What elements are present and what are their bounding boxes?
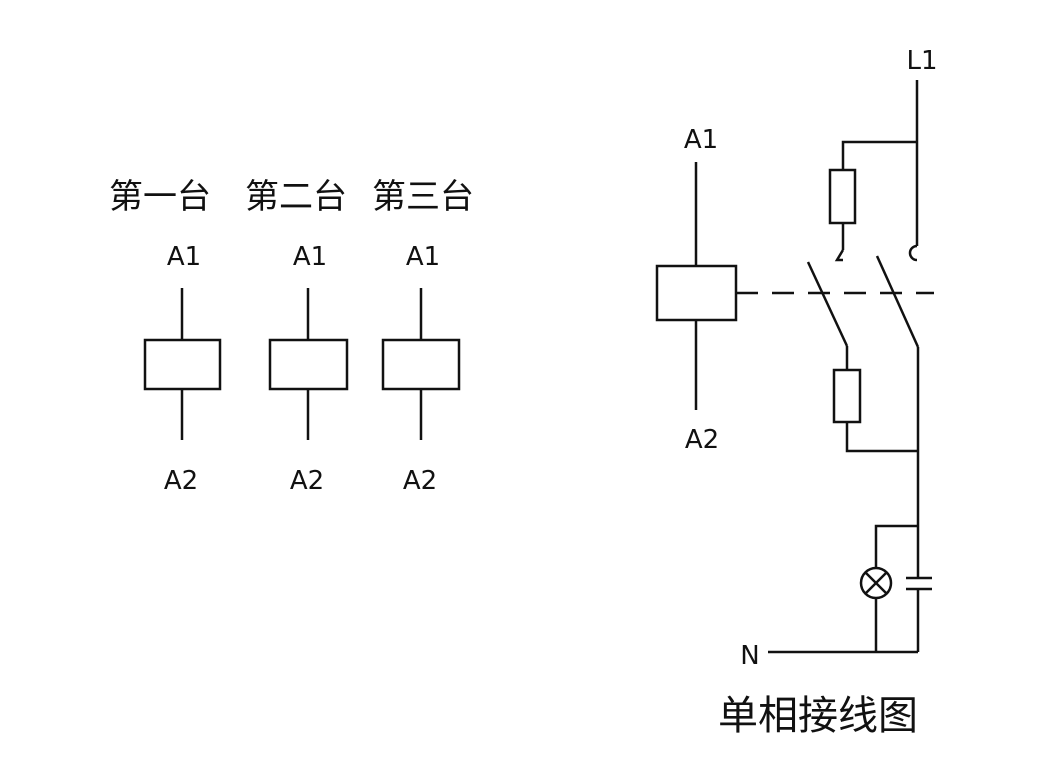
fixed-contact-right <box>908 244 918 262</box>
coil-3-a2-label: A2 <box>403 466 437 496</box>
wiring-coil-a2-label: A2 <box>685 425 719 455</box>
upper-resistor <box>828 168 857 225</box>
lamp-cross-2 <box>864 571 888 595</box>
coil-1-a2-label: A2 <box>164 466 198 496</box>
coil-1-title: 第一台 <box>109 177 211 217</box>
wiring-caption: 单相接线图 <box>718 693 918 739</box>
coil-2-a1-label: A1 <box>293 242 327 272</box>
wiring-coil-box <box>655 264 738 322</box>
line-l1-label: L1 <box>906 46 937 76</box>
coil-3-box <box>381 338 461 391</box>
coil-2-a2-label: A2 <box>290 466 324 496</box>
coil-unit-1: 第一台 A1 A2 <box>109 177 222 496</box>
neutral-n-label: N <box>740 641 759 671</box>
lower-resistor <box>832 368 862 424</box>
coil-2-box <box>268 338 349 391</box>
coil-1-a1-label: A1 <box>167 242 201 272</box>
coil-2-title: 第二台 <box>245 177 347 217</box>
fixed-contact-left <box>834 249 845 262</box>
coil-1-box <box>143 338 222 391</box>
coil-3-title: 第三台 <box>372 177 474 217</box>
coil-unit-2: 第二台 A1 A2 <box>245 177 349 496</box>
lower-resistor-bottom-wire <box>845 422 918 453</box>
coil-3-a1-label: A1 <box>406 242 440 272</box>
branch-top-wire <box>841 140 917 170</box>
lamp-top-wire <box>874 524 918 568</box>
coil-unit-3: 第三台 A1 A2 <box>372 177 474 496</box>
single-phase-wiring: A1 A2 L1 N <box>655 46 938 739</box>
switch-blade-left <box>806 261 849 347</box>
switch-blade-right <box>875 255 920 348</box>
wiring-coil-a1-label: A1 <box>684 125 718 155</box>
